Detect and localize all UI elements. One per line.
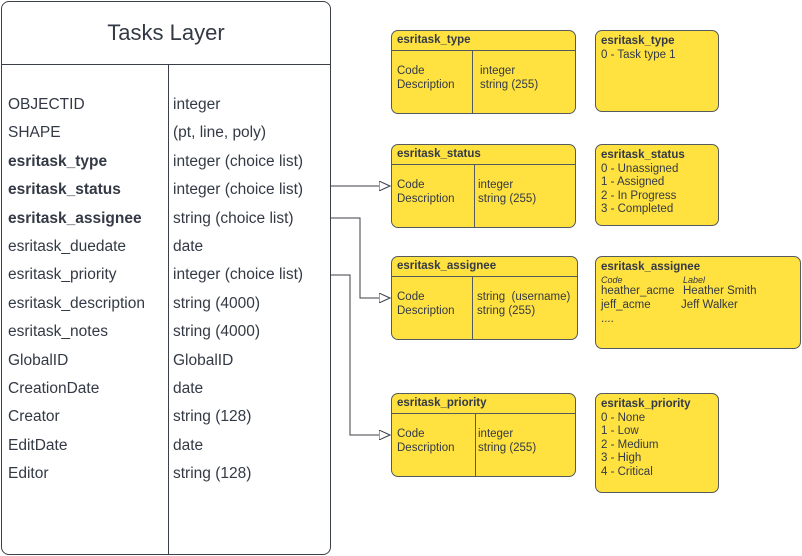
field-name: esritask_duedate [8,238,127,255]
divider [472,51,473,113]
domain-esritask-status: esritask_status 0 - Unassigned 1 - Assig… [595,144,719,226]
field-type: integer (choice list) [173,152,304,170]
divider [474,165,475,227]
column-divider [168,65,169,554]
field-type: integer (choice list) [173,181,304,199]
table-title: esritask_priority [392,394,575,414]
field-row: Creator string (128) [8,408,328,428]
field-name: CreationDate [8,380,100,397]
field-type: date [173,380,204,397]
divider [475,414,476,476]
field-name: GlobalID [8,351,69,369]
field-type: date [173,436,204,454]
field-row: esritask_priority integer (choice list) [8,266,328,286]
field-row: esritask_notes string (4000) [8,323,328,343]
domain-value: 2 - In Progress [601,189,677,202]
field-type: GlobalID [173,351,234,369]
domain-value: 3 - High [601,452,642,465]
field-row: esritask_status integer (choice list) [8,181,328,201]
field-name: esritask_priority [8,266,117,284]
domain-value: 4 - Critical [601,465,653,478]
label-header: Label [683,274,706,285]
more-ellipsis: .... [601,312,614,325]
field-name: EditDate [8,436,68,454]
code: jeff_acme [601,298,651,311]
field-type: integer (choice list) [173,266,304,284]
code-header: Code [601,274,623,285]
domain-title: esritask_type [601,35,675,47]
label: Heather Smith [683,284,757,297]
layer-title: Tasks Layer [2,2,330,65]
domain-title: esritask_status [601,149,685,161]
field-name: esritask_description [8,294,145,312]
field-name: Editor [8,465,49,483]
domain-value: 3 - Completed [601,203,674,216]
field-row: OBJECTID integer [8,96,328,116]
field-type: string (choice list) [173,209,294,227]
priority-connector [330,274,390,435]
label: Jeff Walker [681,298,738,311]
table-title: esritask_status [392,145,575,165]
field-type: (pt, line, poly) [173,124,267,142]
domain-value: 1 - Assigned [601,176,665,189]
domain-title: esritask_priority [601,398,691,410]
field-row: SHAPE (pt, line, poly) [8,124,328,144]
domain-esritask-priority: esritask_priority 0 - None 1 - Low 2 - M… [595,393,719,493]
domain-esritask-assignee: esritask_assignee Code Label heather_acme… [595,256,801,349]
domain-value: 2 - Medium [601,438,659,451]
domain-value: 0 - None [601,411,646,424]
field-name: Creator [8,408,60,426]
field-type: string (4000) [173,323,261,341]
field-row: GlobalID GlobalID [8,352,328,372]
field-row: CreationDate date [8,380,328,400]
field-type: string (128) [173,465,252,483]
field-type: string (128) [173,408,252,426]
domain-value: 1 - Low [601,425,639,438]
divider [472,277,473,339]
field-row: esritask_assignee string (choice list) [8,210,328,230]
field-row: EditDate date [8,437,328,457]
domain-value: 0 - Task type 1 [601,48,676,61]
field-name: OBJECTID [8,96,85,113]
field-name: esritask_status [8,181,121,199]
field-type: integer [173,96,221,113]
field-row: esritask_duedate date [8,238,328,258]
assignee-connector [330,217,390,298]
table-title: esritask_type [392,31,575,51]
field-name: esritask_type [8,152,108,170]
field-row: esritask_type integer (choice list) [8,153,328,173]
field-name: esritask_notes [8,323,108,341]
field-name: esritask_assignee [8,209,142,227]
field-row: Editor string (128) [8,465,328,485]
domain-esritask-type: esritask_type 0 - Task type 1 [595,30,719,112]
field-row: esritask_description string (4000) [8,295,328,315]
code: heather_acme [601,284,675,297]
domain-title: esritask_assignee [601,261,701,273]
table-title: esritask_assignee [392,257,577,277]
field-type: date [173,238,204,255]
field-types: string (username)string (255) [477,291,571,317]
field-name: SHAPE [8,124,61,142]
field-type: string (4000) [173,294,261,312]
domain-value: 0 - Unassigned [601,162,679,175]
